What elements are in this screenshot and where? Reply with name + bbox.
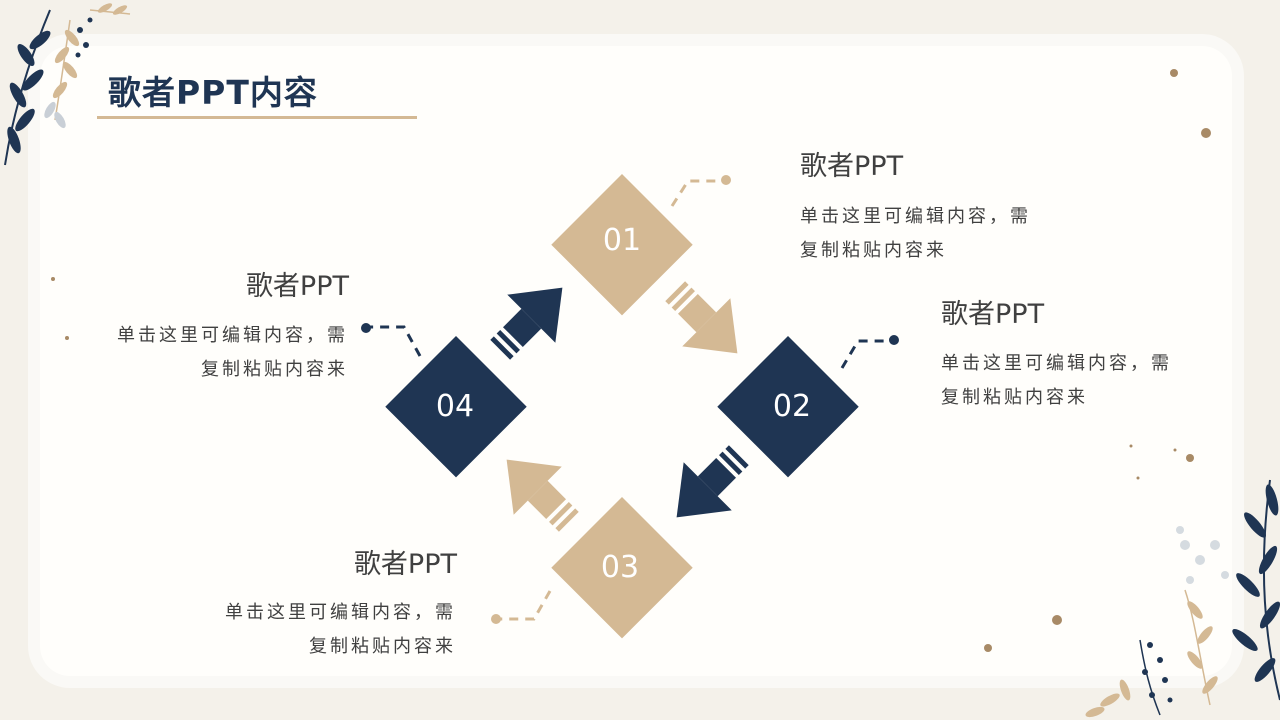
connector-dot (889, 335, 899, 345)
step-desc-line: 单击这里可编辑内容，需 (800, 206, 1031, 227)
dot-icon (51, 69, 1211, 652)
step-desc-01: 单击这里可编辑内容，需 复制粘贴内容来 (800, 200, 1031, 268)
title-underline (97, 116, 417, 119)
connector-dot (491, 614, 501, 624)
step-number-02: 02 (772, 389, 812, 424)
step-title-03: 歌者PPT (353, 549, 457, 580)
step-desc-line: 单击这里可编辑内容，需 (941, 353, 1172, 374)
step-title-04: 歌者PPT (245, 271, 349, 302)
arrow-03-to-04 (506, 459, 579, 532)
step-number-04: 04 (435, 389, 475, 424)
step-number-03: 03 (600, 550, 640, 585)
step-desc-line: 复制粘贴内容来 (201, 359, 348, 380)
step-number-01: 01 (602, 223, 642, 258)
step-diamond-01 (551, 174, 693, 316)
step-desc-line: 复制粘贴内容来 (941, 387, 1088, 408)
step-title-02: 歌者PPT (941, 299, 1045, 330)
arrow-01-to-02 (665, 281, 738, 354)
step-desc-04: 单击这里可编辑内容，需 复制粘贴内容来 (72, 319, 348, 387)
connector-01 (670, 179, 726, 207)
step-desc-line: 单击这里可编辑内容，需 (225, 602, 456, 623)
connector-03 (496, 590, 552, 621)
connector-04 (366, 325, 422, 357)
page-title: 歌者PPT内容 (108, 73, 318, 112)
step-desc-02: 单击这里可编辑内容，需 复制粘贴内容来 (941, 347, 1172, 415)
step-desc-line: 复制粘贴内容来 (309, 636, 456, 657)
step-title-01: 歌者PPT (800, 151, 904, 182)
leaf-branch-icon (4, 3, 131, 166)
connector-dot (361, 323, 371, 333)
connector-02 (840, 339, 894, 369)
step-diamond-04 (385, 336, 527, 478)
arrow-04-to-01 (490, 287, 563, 360)
step-desc-line: 复制粘贴内容来 (800, 240, 947, 261)
step-desc-line: 单击这里可编辑内容，需 (117, 325, 348, 346)
step-desc-03: 单击这里可编辑内容，需 复制粘贴内容来 (180, 596, 456, 664)
leaf-branch-icon (1085, 479, 1280, 718)
arrow-02-to-03 (676, 445, 749, 518)
connector-dot (721, 175, 731, 185)
step-diamond-02 (717, 336, 859, 478)
